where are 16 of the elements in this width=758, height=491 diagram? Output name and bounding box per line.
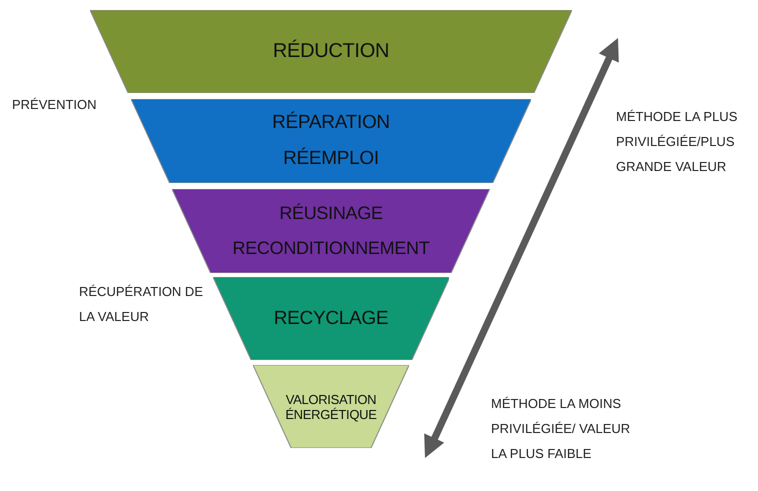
tier-label: RÉPARATION [272,112,390,134]
funnel-tier [212,277,450,360]
tier-label: RECONDITIONNEMENT [232,238,430,259]
tier-label: RÉDUCTION [272,40,390,63]
tier-label: RECYCLAGE [274,308,388,330]
tier-label: RÉUSINAGE [279,203,383,224]
tier-label: VALORISATION ÉNERGÉTIQUE [284,392,378,422]
funnel-tier [90,10,572,93]
funnel-tier [172,189,490,273]
side-note: PRÉVENTION [12,96,98,114]
tier-label: RÉEMPLOI [283,148,379,170]
side-note: RÉCUPÉRATION DE LA VALEUR [79,283,204,326]
funnel-tier [130,99,532,183]
funnel-tier [252,365,410,448]
side-note: MÉTHODE LA MOINS PRIVILÉGIÉE/ VALEUR LA PLUS FAIBLE [491,395,632,463]
side-note: MÉTHODE LA PLUS PRIVILÉGIÉE/PLUS GRANDE VALEUR [616,108,738,176]
